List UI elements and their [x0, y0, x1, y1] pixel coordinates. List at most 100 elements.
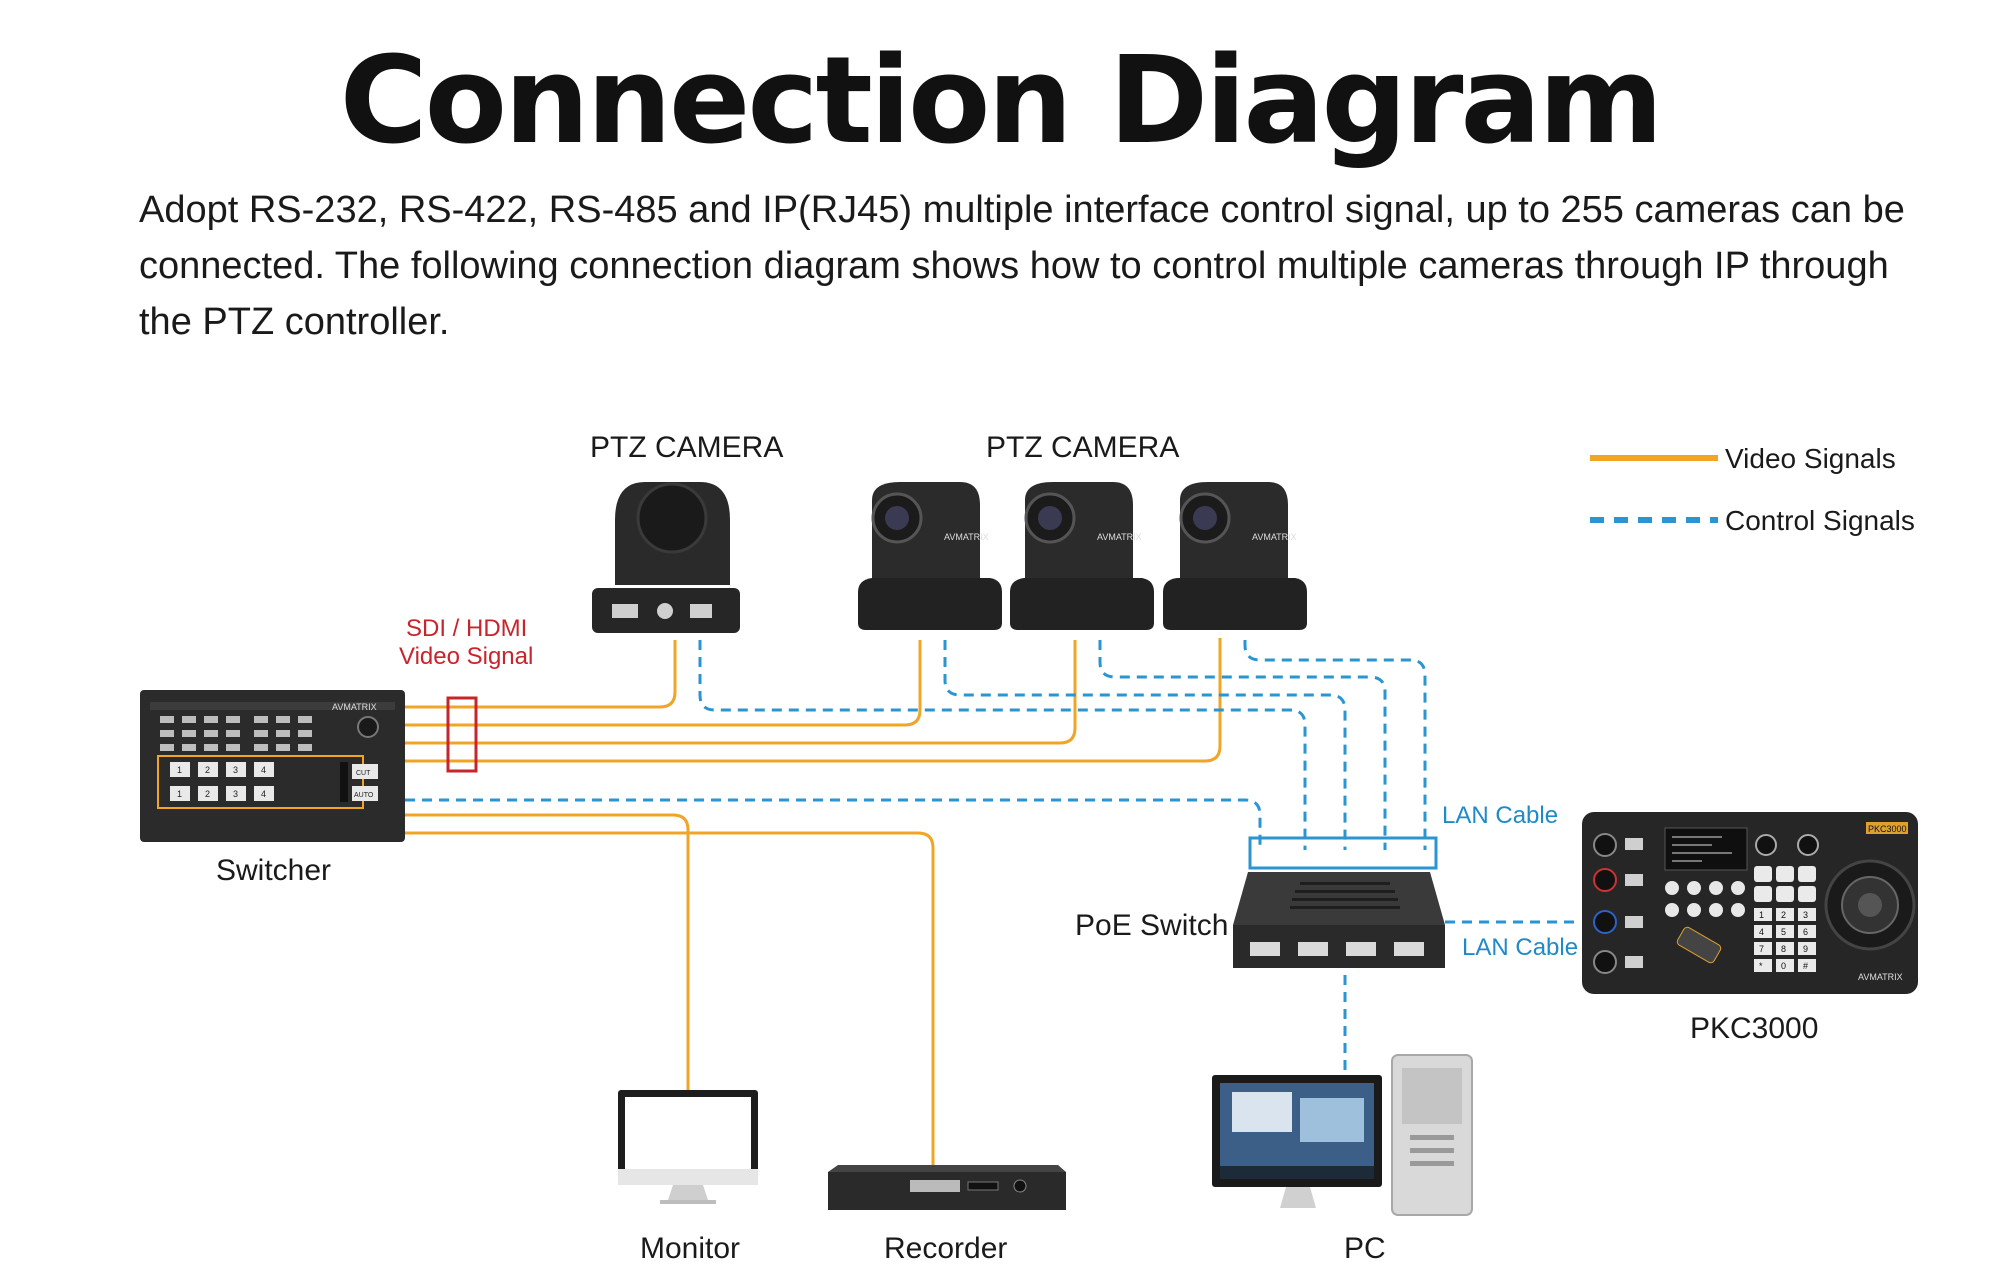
- switcher-auto-button: [352, 786, 378, 801]
- pc-device: PC: [1212, 1054, 1473, 1265]
- poe-switch-vents: [1290, 882, 1400, 909]
- switcher-key-panel: [157, 755, 364, 809]
- svg-text:3: 3: [233, 789, 238, 799]
- poe-switch-ports: [1250, 942, 1424, 956]
- sdi-hdmi-label-line1: SDI / HDMI: [406, 615, 527, 642]
- svg-text:4: 4: [1759, 927, 1764, 937]
- video-cable-camera-3: [405, 640, 1077, 745]
- control-cable-camera-3: [1098, 640, 1387, 850]
- pkc3000-brand: AVMATRIX: [1858, 972, 1903, 982]
- camera-2-base: [858, 578, 1002, 630]
- recorder-knob: [1013, 1179, 1027, 1193]
- pc-tower-grille: [1402, 1068, 1462, 1124]
- svg-text:4: 4: [261, 765, 266, 775]
- control-cables: [405, 640, 1580, 1075]
- monitor-chin: [618, 1169, 758, 1185]
- camera-4-base: [1163, 578, 1307, 630]
- svg-text:5: 5: [1781, 927, 1786, 937]
- video-cable-recorder: [405, 831, 935, 1165]
- switcher-cut-label: CUT: [356, 770, 371, 777]
- recorder-display: [910, 1180, 960, 1192]
- camera-3-base: [1010, 578, 1154, 630]
- sdi-hdmi-label-line2: Video Signal: [399, 643, 533, 670]
- pc-taskbar: [1220, 1166, 1374, 1179]
- camera-1-lens: [636, 482, 708, 554]
- svg-text:1: 1: [177, 765, 182, 775]
- monitor-stand: [668, 1185, 708, 1200]
- pkc3000-keypad: 1 2 3 4 5 6 7 8 9 * 0 #: [1754, 908, 1816, 972]
- switcher-device: AVMATRIX 1 2 3 4 1 2 3 4 CUT AUTO Switch…: [140, 690, 405, 887]
- svg-text:2: 2: [205, 789, 210, 799]
- control-cable-switcher: [405, 798, 1262, 850]
- video-cable-camera-4: [405, 638, 1222, 763]
- control-cable-camera-2: [943, 640, 1347, 850]
- monitor-foot: [660, 1200, 716, 1204]
- svg-text:*: *: [1759, 961, 1763, 971]
- monitor-device: Monitor: [618, 1090, 758, 1265]
- video-cable-monitor: [405, 813, 690, 1090]
- camera-2-brand: AVMATRIX: [944, 532, 989, 542]
- switcher-small-buttons: [160, 716, 312, 751]
- svg-text:0: 0: [1781, 961, 1786, 971]
- recorder-device: Recorder: [828, 1165, 1066, 1265]
- svg-text:7: 7: [1759, 944, 1764, 954]
- pkc3000-badge-text: PKC3000: [1868, 824, 1907, 834]
- pc-label: PC: [1344, 1232, 1386, 1265]
- pkc3000-preset-buttons: [1754, 834, 1819, 902]
- lan-ports-marker: [1248, 836, 1438, 870]
- camera-1-port-c: [690, 604, 712, 618]
- switcher-tbar: [340, 762, 348, 802]
- ptz-camera-label-1: PTZ CAMERA: [590, 431, 783, 464]
- svg-text:2: 2: [1781, 910, 1786, 920]
- switcher-cut-button: [352, 764, 378, 779]
- recorder-label: Recorder: [884, 1232, 1007, 1265]
- ptz-camera-3: AVMATRIX: [1010, 482, 1154, 630]
- control-cable-camera-4: [1243, 640, 1427, 850]
- ptz-camera-2: AVMATRIX: [858, 482, 1002, 630]
- legend-control-label: Control Signals: [1725, 505, 1915, 536]
- camera-2-lens-inner: [885, 506, 909, 530]
- switcher-top-strip: [150, 702, 395, 710]
- pc-tower-drives: [1410, 1135, 1454, 1166]
- svg-text:9: 9: [1803, 944, 1808, 954]
- camera-1-port-b: [657, 603, 673, 619]
- switcher-auto-label: AUTO: [354, 792, 374, 799]
- svg-text:4: 4: [261, 789, 266, 799]
- pkc3000-joystick-top: [1858, 893, 1882, 917]
- video-cables: [405, 638, 1222, 1165]
- pc-monitor-stand: [1280, 1187, 1316, 1208]
- pc-window-1: [1232, 1092, 1292, 1132]
- switcher-brand: AVMATRIX: [332, 702, 377, 712]
- pkc3000-device: PKC3000 1: [1582, 812, 1918, 1045]
- ptz-camera-1: PTZ CAMERA: [590, 431, 783, 633]
- sdi-hdmi-marker: [446, 696, 478, 773]
- recorder-slot: [967, 1181, 999, 1191]
- pkc3000-display-lines: [1672, 836, 1732, 862]
- svg-text:#: #: [1803, 961, 1808, 971]
- poe-switch-label: PoE Switch: [1075, 909, 1228, 942]
- svg-text:1: 1: [1759, 910, 1764, 920]
- monitor-label: Monitor: [640, 1232, 740, 1265]
- control-cable-camera-1: [698, 640, 1307, 850]
- svg-text:3: 3: [1803, 910, 1808, 920]
- svg-text:2: 2: [205, 765, 210, 775]
- switcher-label: Switcher: [216, 854, 331, 887]
- svg-text:8: 8: [1781, 944, 1786, 954]
- camera-4-lens-inner: [1193, 506, 1217, 530]
- switcher-program-row: 1 2 3 4: [170, 762, 274, 777]
- camera-1-port-a: [612, 604, 638, 618]
- pkc3000-display: [1664, 827, 1748, 871]
- ptz-camera-4: AVMATRIX: [1163, 482, 1307, 630]
- camera-3-lens-inner: [1038, 506, 1062, 530]
- switcher-knob: [357, 716, 379, 738]
- svg-text:6: 6: [1803, 927, 1808, 937]
- poe-switch-device: PoE Switch: [1075, 872, 1445, 968]
- pkc3000-left-controls: [1593, 833, 1643, 974]
- pkc3000-badge: [1866, 822, 1908, 834]
- pkc3000-zoom-rocker: [1676, 926, 1722, 964]
- video-cable-camera-1: [405, 640, 677, 709]
- ptz-camera-label-2: PTZ CAMERA: [986, 431, 1179, 464]
- svg-text:3: 3: [233, 765, 238, 775]
- camera-3-brand: AVMATRIX: [1097, 532, 1142, 542]
- legend-video-label: Video Signals: [1725, 443, 1896, 474]
